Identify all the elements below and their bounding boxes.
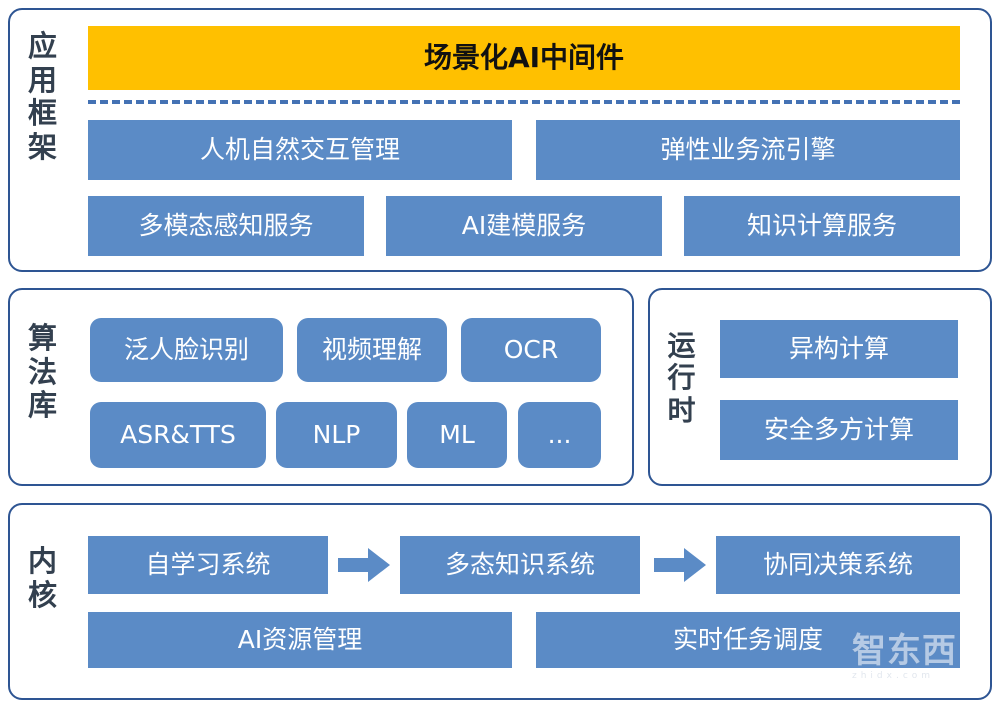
- box-scenario-ai-middleware[interactable]: 场景化AI中间件: [88, 26, 960, 90]
- box-ml[interactable]: ML: [407, 402, 507, 468]
- box-secure-multiparty-computation[interactable]: 安全多方计算: [720, 400, 958, 460]
- section-label-algorithm-library: 算 法 库: [27, 321, 58, 423]
- box-multimodal-knowledge-system[interactable]: 多态知识系统: [400, 536, 640, 594]
- box-human-machine-interaction-management[interactable]: 人机自然交互管理: [88, 120, 512, 180]
- box-general-face-recognition[interactable]: 泛人脸识别: [90, 318, 283, 382]
- section-label-application-framework: 应 用 框 架: [27, 29, 58, 164]
- box-multimodal-perception-service[interactable]: 多模态感知服务: [88, 196, 364, 256]
- panel-kernel: [8, 503, 992, 700]
- flow-arrow-right-icon: [338, 548, 390, 582]
- box-more-ellipsis[interactable]: ...: [518, 402, 601, 468]
- box-realtime-task-scheduling[interactable]: 实时任务调度: [536, 612, 960, 668]
- flow-arrow-right-icon: [654, 548, 706, 582]
- box-knowledge-computing-service[interactable]: 知识计算服务: [684, 196, 960, 256]
- box-ai-resource-management[interactable]: AI资源管理: [88, 612, 512, 668]
- box-ocr[interactable]: OCR: [461, 318, 601, 382]
- box-collaborative-decision-system[interactable]: 协同决策系统: [716, 536, 960, 594]
- box-video-understanding[interactable]: 视频理解: [297, 318, 447, 382]
- box-elastic-business-flow-engine[interactable]: 弹性业务流引擎: [536, 120, 960, 180]
- box-self-learning-system[interactable]: 自学习系统: [88, 536, 328, 594]
- box-ai-modeling-service[interactable]: AI建模服务: [386, 196, 662, 256]
- box-nlp[interactable]: NLP: [276, 402, 397, 468]
- box-heterogeneous-computing[interactable]: 异构计算: [720, 320, 958, 378]
- box-asr-tts[interactable]: ASR&TTS: [90, 402, 266, 468]
- section-label-kernel: 内 核: [27, 544, 58, 612]
- section-label-runtime: 运 行 时: [667, 329, 697, 427]
- dashed-separator: [88, 100, 960, 104]
